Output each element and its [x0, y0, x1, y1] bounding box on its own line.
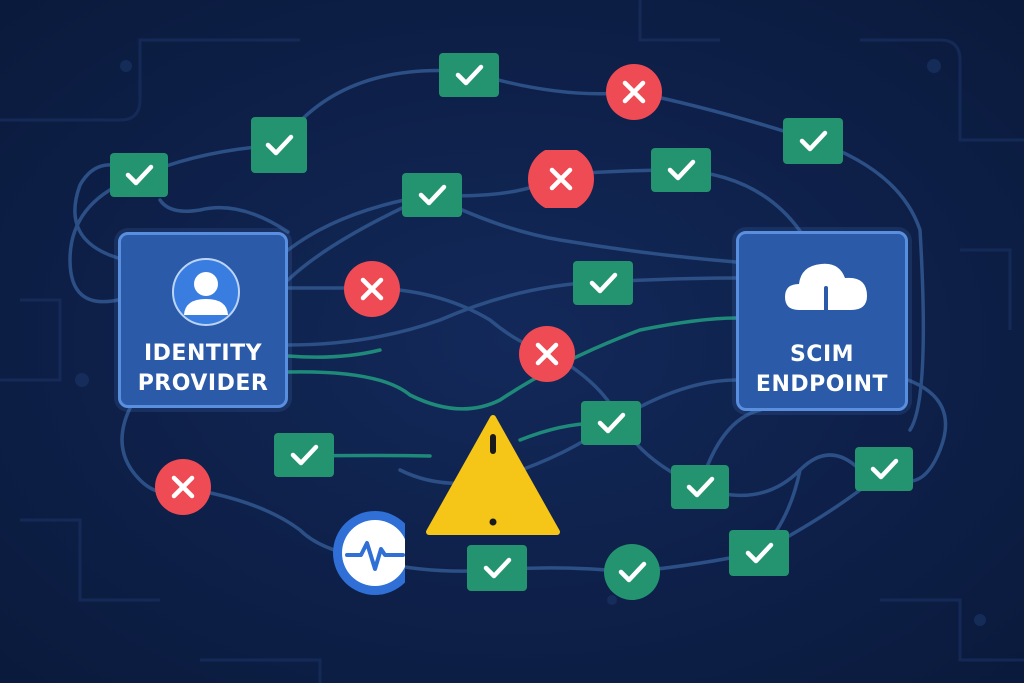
- scim-endpoint-node[interactable]: SCIM ENDPOINT: [736, 231, 908, 411]
- check-icon: [250, 117, 308, 178]
- scim-endpoint-label-line1: SCIM: [789, 342, 855, 367]
- x-icon: [605, 64, 663, 125]
- cloud-download-icon: [785, 263, 867, 330]
- x-icon: [527, 146, 595, 212]
- check-marker[interactable]: [782, 117, 844, 165]
- identity-provider-node[interactable]: IDENTITY PROVIDER: [118, 232, 288, 408]
- check-icon: [466, 545, 528, 596]
- check-marker[interactable]: [109, 152, 169, 198]
- check-icon: [109, 153, 169, 202]
- identity-provider-label-line2: PROVIDER: [137, 371, 269, 396]
- warning-marker[interactable]: [426, 414, 560, 536]
- check-icon: [782, 118, 844, 169]
- x-icon: [154, 459, 212, 520]
- error-marker[interactable]: [527, 146, 595, 212]
- scim-endpoint-label: SCIM ENDPOINT: [739, 340, 905, 400]
- check-marker[interactable]: [438, 52, 500, 98]
- monitoring-magnifier[interactable]: [327, 509, 457, 629]
- check-icon: [670, 465, 730, 514]
- check-icon: [854, 447, 914, 496]
- check-marker[interactable]: [250, 116, 308, 174]
- check-marker[interactable]: [602, 542, 662, 602]
- check-marker[interactable]: [580, 400, 642, 446]
- check-icon: [401, 173, 463, 222]
- check-marker[interactable]: [670, 464, 730, 510]
- check-icon: [602, 544, 662, 606]
- check-marker[interactable]: [273, 432, 335, 478]
- check-icon: [580, 401, 642, 450]
- magnifier-pulse-icon: [327, 511, 457, 629]
- error-marker[interactable]: [343, 260, 401, 318]
- x-icon: [518, 326, 576, 387]
- check-marker[interactable]: [854, 446, 914, 492]
- user-icon: [172, 258, 240, 326]
- error-marker[interactable]: [154, 458, 212, 516]
- check-icon: [438, 53, 500, 102]
- check-icon: [572, 261, 634, 310]
- warning-icon: [426, 415, 560, 540]
- check-icon: [650, 148, 712, 197]
- check-icon: [273, 433, 335, 482]
- x-icon: [343, 261, 401, 322]
- identity-provider-label-line1: IDENTITY: [143, 341, 263, 366]
- error-marker[interactable]: [605, 63, 663, 121]
- check-marker[interactable]: [466, 544, 528, 592]
- check-icon: [728, 530, 790, 581]
- error-marker[interactable]: [518, 325, 576, 383]
- scim-endpoint-label-line2: ENDPOINT: [755, 372, 889, 397]
- identity-provider-label: IDENTITY PROVIDER: [121, 339, 285, 399]
- check-marker[interactable]: [728, 529, 790, 577]
- check-marker[interactable]: [572, 260, 634, 306]
- check-marker[interactable]: [650, 147, 712, 193]
- check-marker[interactable]: [401, 172, 463, 218]
